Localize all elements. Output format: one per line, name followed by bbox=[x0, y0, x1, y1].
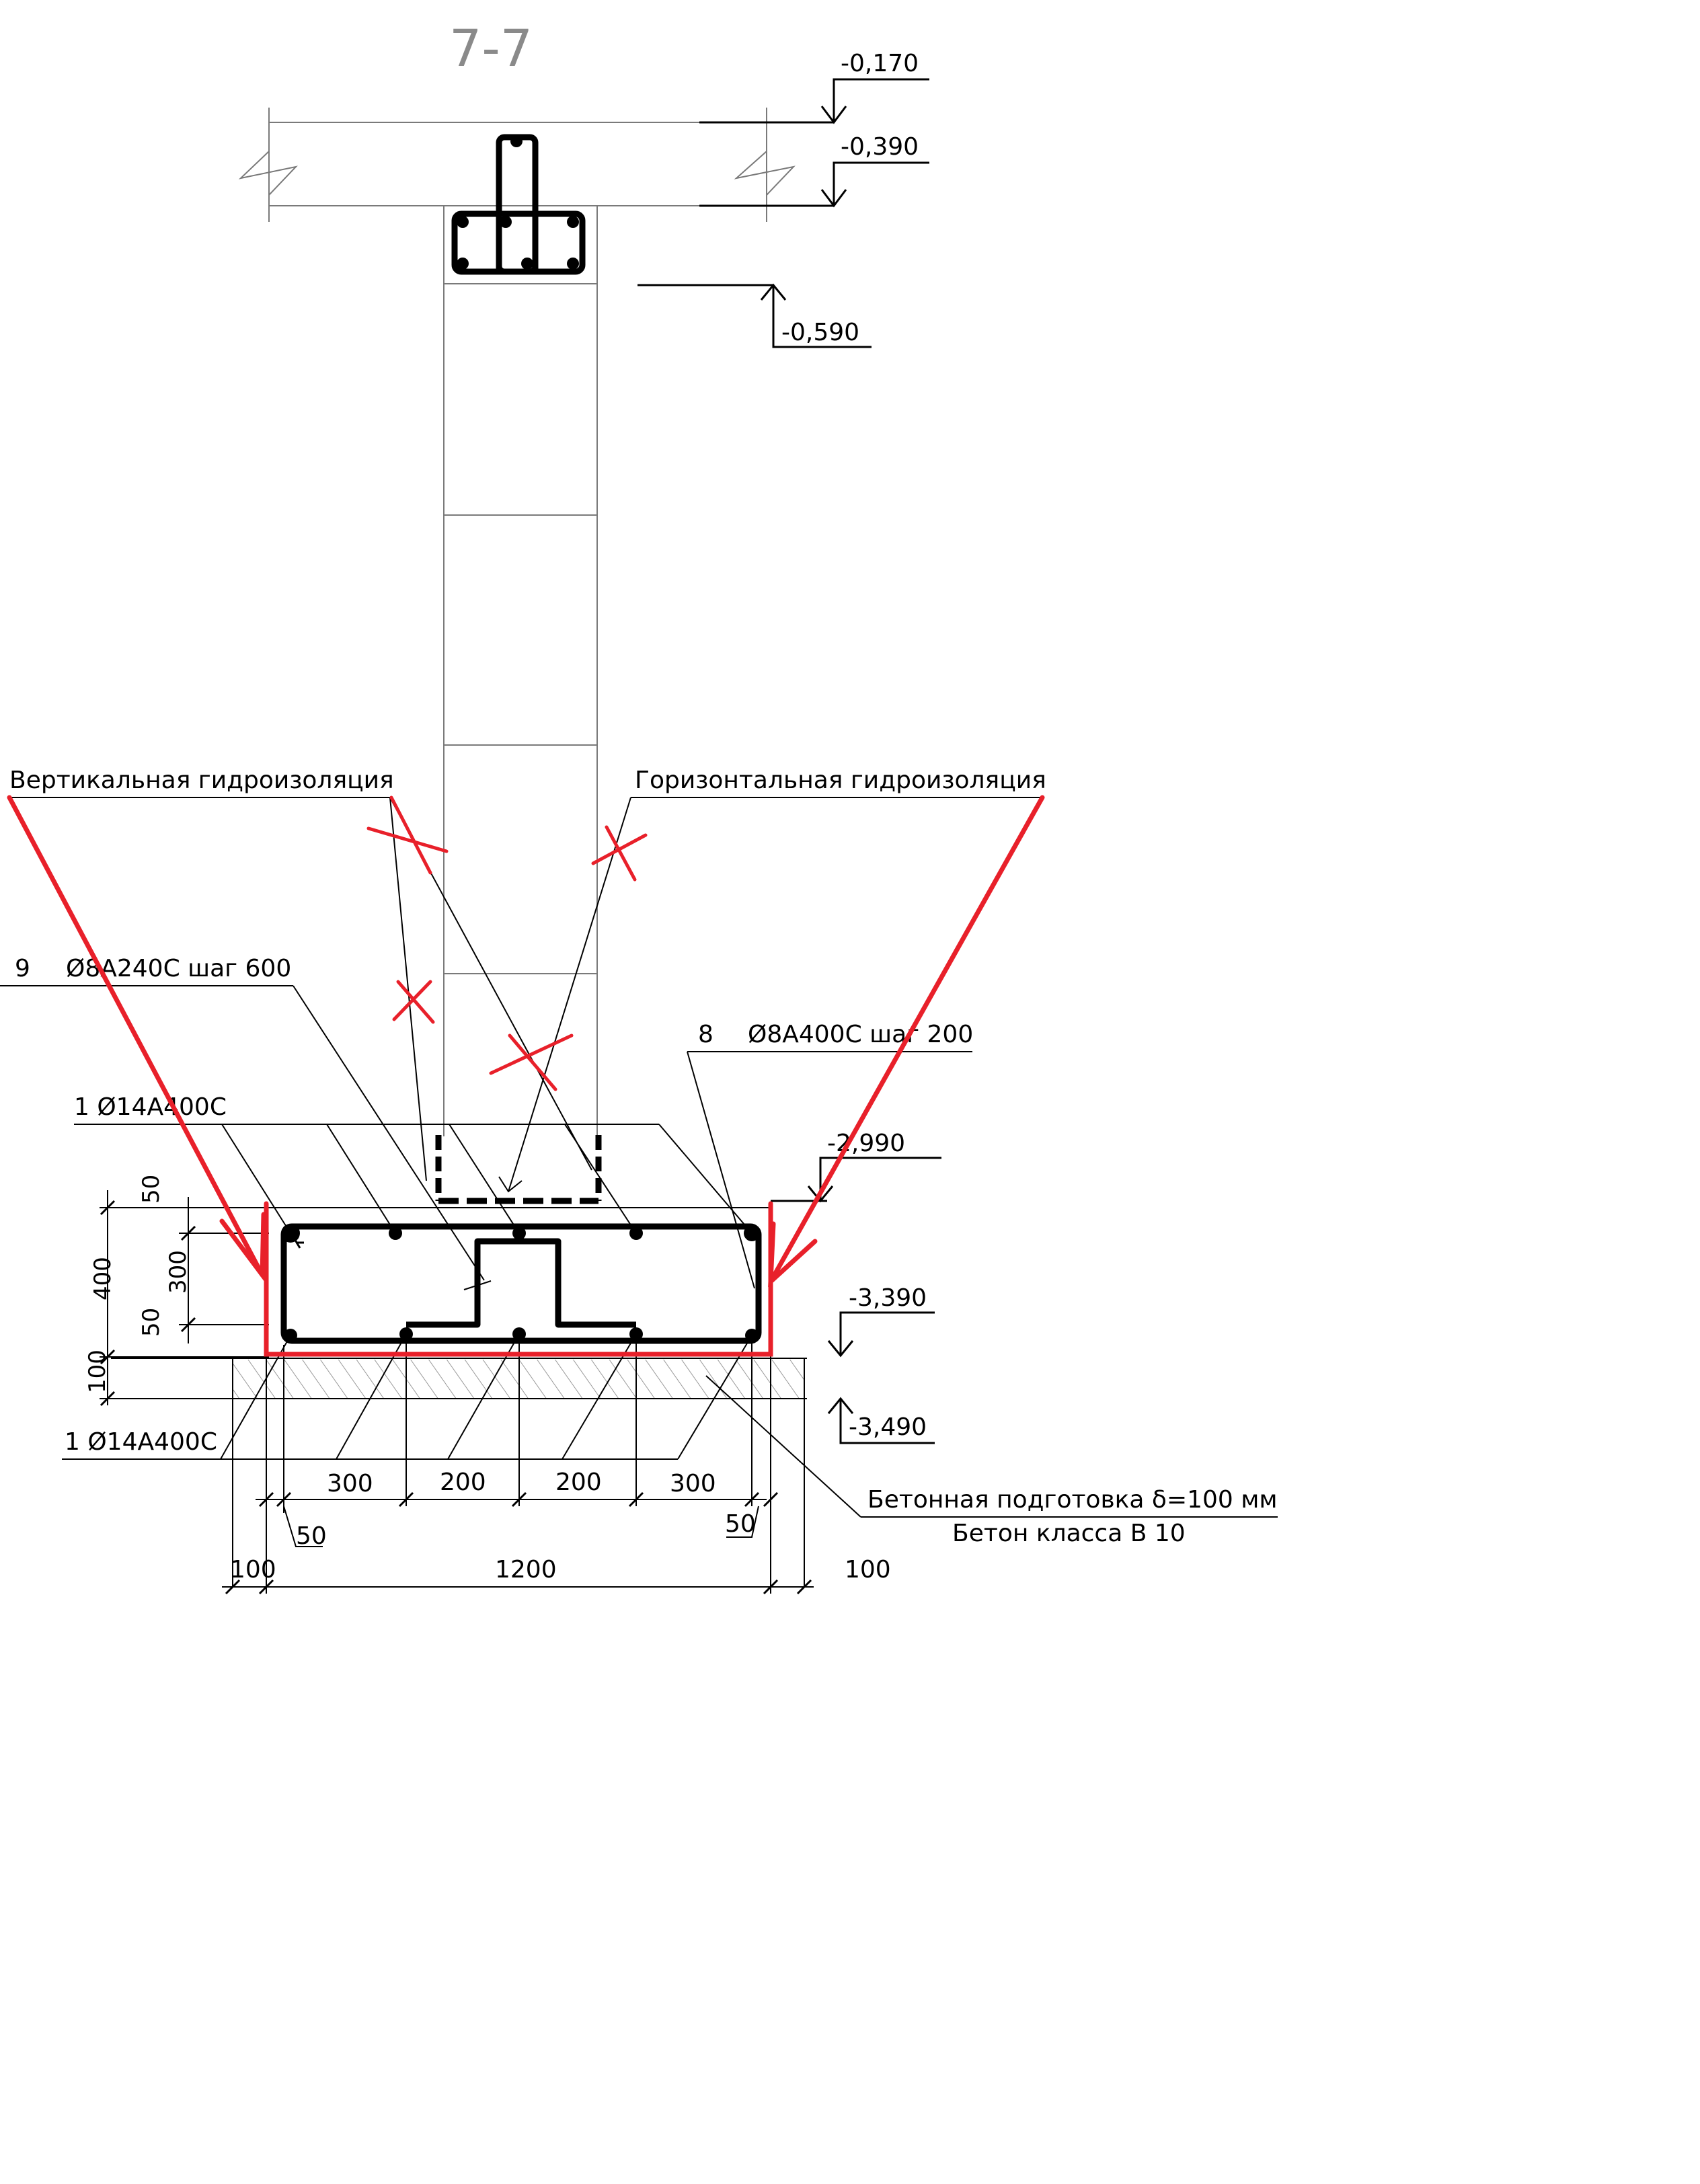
horizontal-dimensions: 300 200 200 300 50 50 100 1200 100 bbox=[222, 1338, 891, 1595]
svg-text:-0,390: -0,390 bbox=[841, 133, 919, 161]
vertical-dimensions: 50 400 300 50 100 bbox=[84, 1175, 269, 1407]
svg-text:1 Ø14A400C: 1 Ø14A400C bbox=[65, 1428, 217, 1456]
svg-text:-0,170: -0,170 bbox=[841, 50, 919, 77]
level-mark-6: -3,490 bbox=[827, 1397, 935, 1444]
svg-text:8: 8 bbox=[698, 1021, 713, 1048]
svg-text:300: 300 bbox=[670, 1470, 716, 1497]
svg-text:50: 50 bbox=[296, 1522, 327, 1550]
callout-vertical-waterproofing: Вертикальная гидроизоляция bbox=[8, 767, 592, 1181]
svg-text:200: 200 bbox=[555, 1469, 602, 1496]
level-mark-1: -0,170 bbox=[699, 50, 929, 124]
svg-text:400: 400 bbox=[89, 1257, 116, 1300]
section-title: 7-7 bbox=[449, 18, 533, 78]
callout-horizontal-waterproofing: Горизонтальная гидроизоляция bbox=[498, 767, 1046, 1193]
level-mark-2: -0,390 bbox=[699, 133, 929, 208]
svg-text:Бетонная подготовка δ=100 мм: Бетонная подготовка δ=100 мм bbox=[867, 1486, 1278, 1514]
svg-text:50: 50 bbox=[138, 1308, 165, 1337]
level-mark-4: -2,990 bbox=[771, 1130, 941, 1203]
block-wall bbox=[435, 206, 602, 1204]
svg-text:50: 50 bbox=[725, 1510, 756, 1538]
svg-text:Горизонтальная гидроизоляция: Горизонтальная гидроизоляция bbox=[635, 767, 1046, 794]
callout-pos1-top: 1 Ø14A400C bbox=[74, 1093, 752, 1234]
svg-text:300: 300 bbox=[327, 1470, 373, 1497]
markup-arrow-right bbox=[768, 795, 1045, 1288]
ring-beam bbox=[451, 134, 586, 275]
callout-pos8: 8 Ø8A400C шаг 200 bbox=[687, 1021, 973, 1289]
svg-text:200: 200 bbox=[440, 1469, 486, 1496]
floor-slab bbox=[238, 108, 796, 222]
svg-text:Бетон класса В 10: Бетон класса В 10 bbox=[952, 1520, 1186, 1547]
markup-arrow-left bbox=[7, 795, 266, 1282]
svg-text:Ø8A400C шаг 200: Ø8A400C шаг 200 bbox=[748, 1021, 973, 1048]
svg-text:Вертикальная гидроизоляция: Вертикальная гидроизоляция bbox=[9, 767, 394, 794]
svg-text:1200: 1200 bbox=[495, 1556, 557, 1584]
svg-text:100: 100 bbox=[230, 1556, 276, 1584]
svg-text:300: 300 bbox=[165, 1250, 192, 1294]
svg-text:-2,990: -2,990 bbox=[827, 1130, 905, 1157]
svg-text:100: 100 bbox=[845, 1556, 891, 1584]
level-mark-5: -3,390 bbox=[827, 1284, 935, 1358]
svg-text:1 Ø14A400C: 1 Ø14A400C bbox=[74, 1093, 227, 1121]
svg-text:-3,390: -3,390 bbox=[849, 1284, 927, 1312]
level-mark-3: -0,590 bbox=[638, 283, 872, 348]
svg-text:50: 50 bbox=[138, 1175, 165, 1204]
svg-text:9: 9 bbox=[15, 955, 30, 982]
callout-concrete-prep: Бетонная подготовка δ=100 мм Бетон класс… bbox=[705, 1375, 1278, 1547]
svg-text:-0,590: -0,590 bbox=[781, 319, 859, 346]
svg-text:-3,490: -3,490 bbox=[849, 1413, 927, 1441]
markup-crosses bbox=[366, 795, 648, 1091]
svg-text:100: 100 bbox=[84, 1350, 111, 1393]
